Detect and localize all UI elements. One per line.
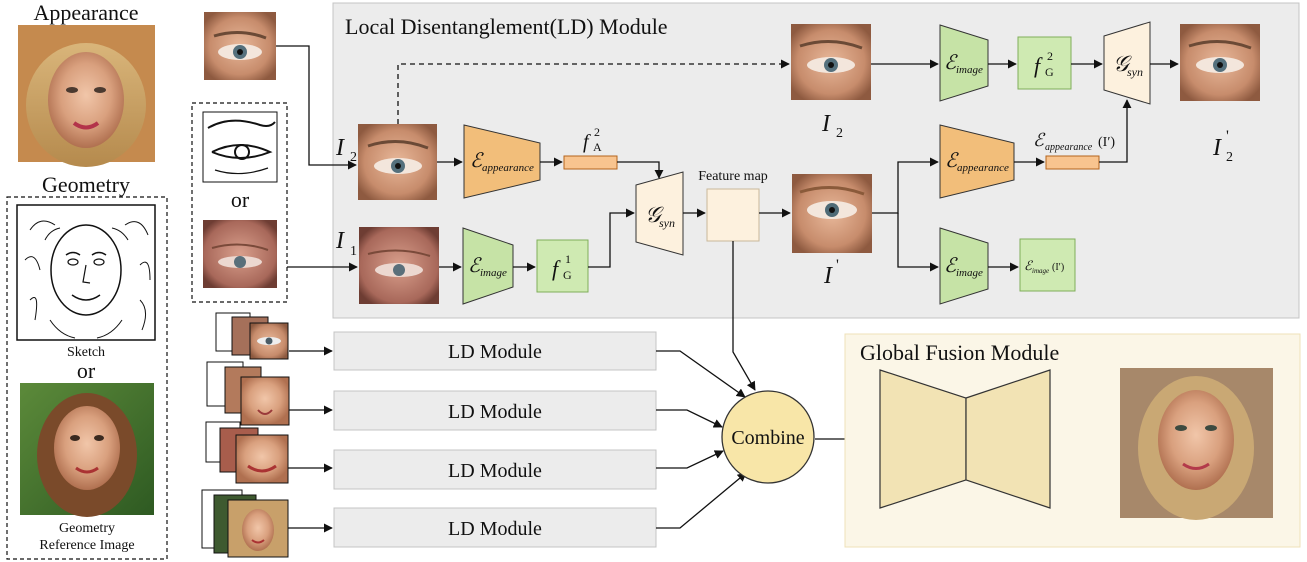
- fa-sup: 2: [594, 125, 600, 139]
- i2prime-eye-image: [1180, 24, 1260, 101]
- e-app-iprime-sub: appearance: [1045, 142, 1093, 153]
- e-image-top-sub: image: [956, 64, 983, 76]
- fg2-sup: 2: [1047, 49, 1053, 63]
- input-eye-top: [204, 12, 276, 80]
- encoder-appearance-2: [939, 124, 1015, 199]
- feature-box-e-img-iprime: [1019, 238, 1076, 292]
- feature-map-label: Feature map: [698, 169, 768, 184]
- stack-eyes: [215, 312, 289, 360]
- ld-module-row-4-label: LD Module: [448, 518, 542, 540]
- i2-top-label: I: [821, 111, 831, 137]
- fg1-symbol: f: [552, 256, 561, 281]
- e-img-iprime-sub: image: [1032, 267, 1049, 275]
- e-img-iprime-symbol: ℰ: [1024, 258, 1033, 273]
- e-appearance-1-sub: appearance: [482, 162, 534, 174]
- appearance-label: Appearance: [33, 0, 138, 25]
- fg2-sub: G: [1045, 65, 1054, 79]
- gsyn-2-symbol: 𝒢: [1113, 51, 1132, 76]
- appearance-photo: [18, 25, 155, 167]
- sketch-image: [16, 204, 156, 341]
- i1-eye-image: [359, 227, 439, 304]
- i2-label-sub: 2: [350, 150, 357, 165]
- feature-map-box: [706, 188, 760, 242]
- reference-caption-line2: Reference Image: [39, 538, 134, 553]
- i2-top-label-sub: 2: [836, 126, 843, 141]
- geometry-dashed-box: [6, 196, 168, 560]
- gsyn-1-sub: syn: [659, 216, 675, 230]
- iprime-mark: ': [836, 257, 839, 274]
- e-app-iprime-symbol: ℰ: [1033, 130, 1046, 150]
- i2prime-sub: 2: [1226, 150, 1233, 165]
- e-app-iprime-arg: (I′): [1098, 135, 1115, 150]
- ld-module-title: Local Disentanglement(LD) Module: [345, 14, 668, 39]
- stack-nose: [206, 361, 290, 426]
- feature-box-fg1: [536, 239, 589, 293]
- global-fusion-title: Global Fusion Module: [860, 340, 1059, 365]
- gsyn-2-sub: syn: [1127, 65, 1143, 79]
- input-eye-photo: [203, 220, 277, 288]
- feature-bar-e-app-iprime: [1045, 155, 1100, 170]
- e-image-2-symbol: ℰ: [944, 255, 958, 277]
- gsyn-1-symbol: 𝒢: [645, 202, 664, 227]
- ld-module-row-1[interactable]: [333, 331, 657, 371]
- fg1-sup: 1: [565, 252, 571, 266]
- combine-node: [721, 390, 815, 484]
- ld-arrows: [276, 45, 1179, 272]
- feature-bar-fa: [563, 155, 618, 170]
- i1-label: I: [335, 228, 345, 254]
- fg1-sub: G: [563, 268, 572, 282]
- fusion-decoder: [965, 369, 1051, 509]
- i2-top-eye-image: [791, 24, 871, 100]
- fa-symbol: f: [583, 131, 591, 153]
- ld-module-row-3-label: LD Module: [448, 460, 542, 482]
- iprime-label: I: [823, 263, 833, 289]
- generator-syn-2: [1103, 21, 1151, 105]
- combine-label: Combine: [731, 427, 804, 449]
- generator-syn-1: [635, 171, 684, 256]
- encoder-appearance-1: [463, 124, 541, 199]
- e-appearance-1-symbol: ℰ: [470, 150, 484, 172]
- ld-module-row-4[interactable]: [333, 507, 657, 548]
- encoder-image-top: [939, 24, 989, 102]
- reference-caption-line1: Geometry: [59, 521, 115, 536]
- ld-module-row-1-label: LD Module: [448, 341, 542, 363]
- i2prime-mark: ': [1226, 128, 1229, 145]
- stack-mouth: [205, 421, 289, 484]
- or-label-left: or: [77, 358, 96, 383]
- fg2-symbol: f: [1034, 53, 1043, 78]
- e-image-2-sub: image: [956, 267, 983, 279]
- fa-sub: A: [593, 140, 602, 154]
- e-image-top-symbol: ℰ: [944, 52, 958, 74]
- e-img-iprime-arg: (I′): [1052, 262, 1064, 273]
- iprime-eye-image: [792, 174, 872, 253]
- ld-module-row-2[interactable]: [333, 390, 657, 431]
- or-label-input: or: [231, 187, 250, 212]
- stack-full-face: [201, 489, 289, 558]
- i2prime-label: I: [1212, 135, 1222, 161]
- i1-label-sub: 1: [350, 244, 357, 259]
- i2-eye-image: [358, 124, 437, 200]
- e-image-1-sub: image: [480, 267, 507, 279]
- ld-module-row-2-label: LD Module: [448, 401, 542, 423]
- e-appearance-2-symbol: ℰ: [945, 150, 959, 172]
- encoder-image-2: [939, 227, 989, 305]
- encoder-image-1: [462, 227, 514, 305]
- i2-label: I: [335, 135, 345, 161]
- geometry-reference-photo: [20, 383, 154, 517]
- geometry-label: Geometry: [42, 172, 130, 197]
- feature-box-fg2: [1017, 36, 1072, 90]
- output-face-photo: [1120, 368, 1273, 520]
- sketch-caption: Sketch: [67, 345, 105, 360]
- e-image-1-symbol: ℰ: [468, 255, 482, 277]
- input-eye-sketch: [202, 111, 278, 183]
- ld-module-row-3[interactable]: [333, 449, 657, 490]
- row-arrows: [288, 241, 1117, 533]
- e-appearance-2-sub: appearance: [957, 162, 1009, 174]
